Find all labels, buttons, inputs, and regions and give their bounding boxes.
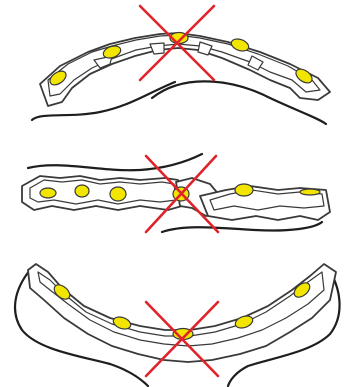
panel-twist xyxy=(22,154,330,232)
wire-top xyxy=(28,154,202,170)
led-5 xyxy=(235,184,253,196)
led-3 xyxy=(110,187,126,201)
panel-bend-down xyxy=(15,264,340,386)
wire-bottom xyxy=(162,222,322,232)
led-strip-face xyxy=(48,35,320,96)
panel-bend-up xyxy=(32,6,330,124)
led-2 xyxy=(75,185,89,197)
led-6 xyxy=(300,189,320,195)
led-1 xyxy=(40,188,56,198)
